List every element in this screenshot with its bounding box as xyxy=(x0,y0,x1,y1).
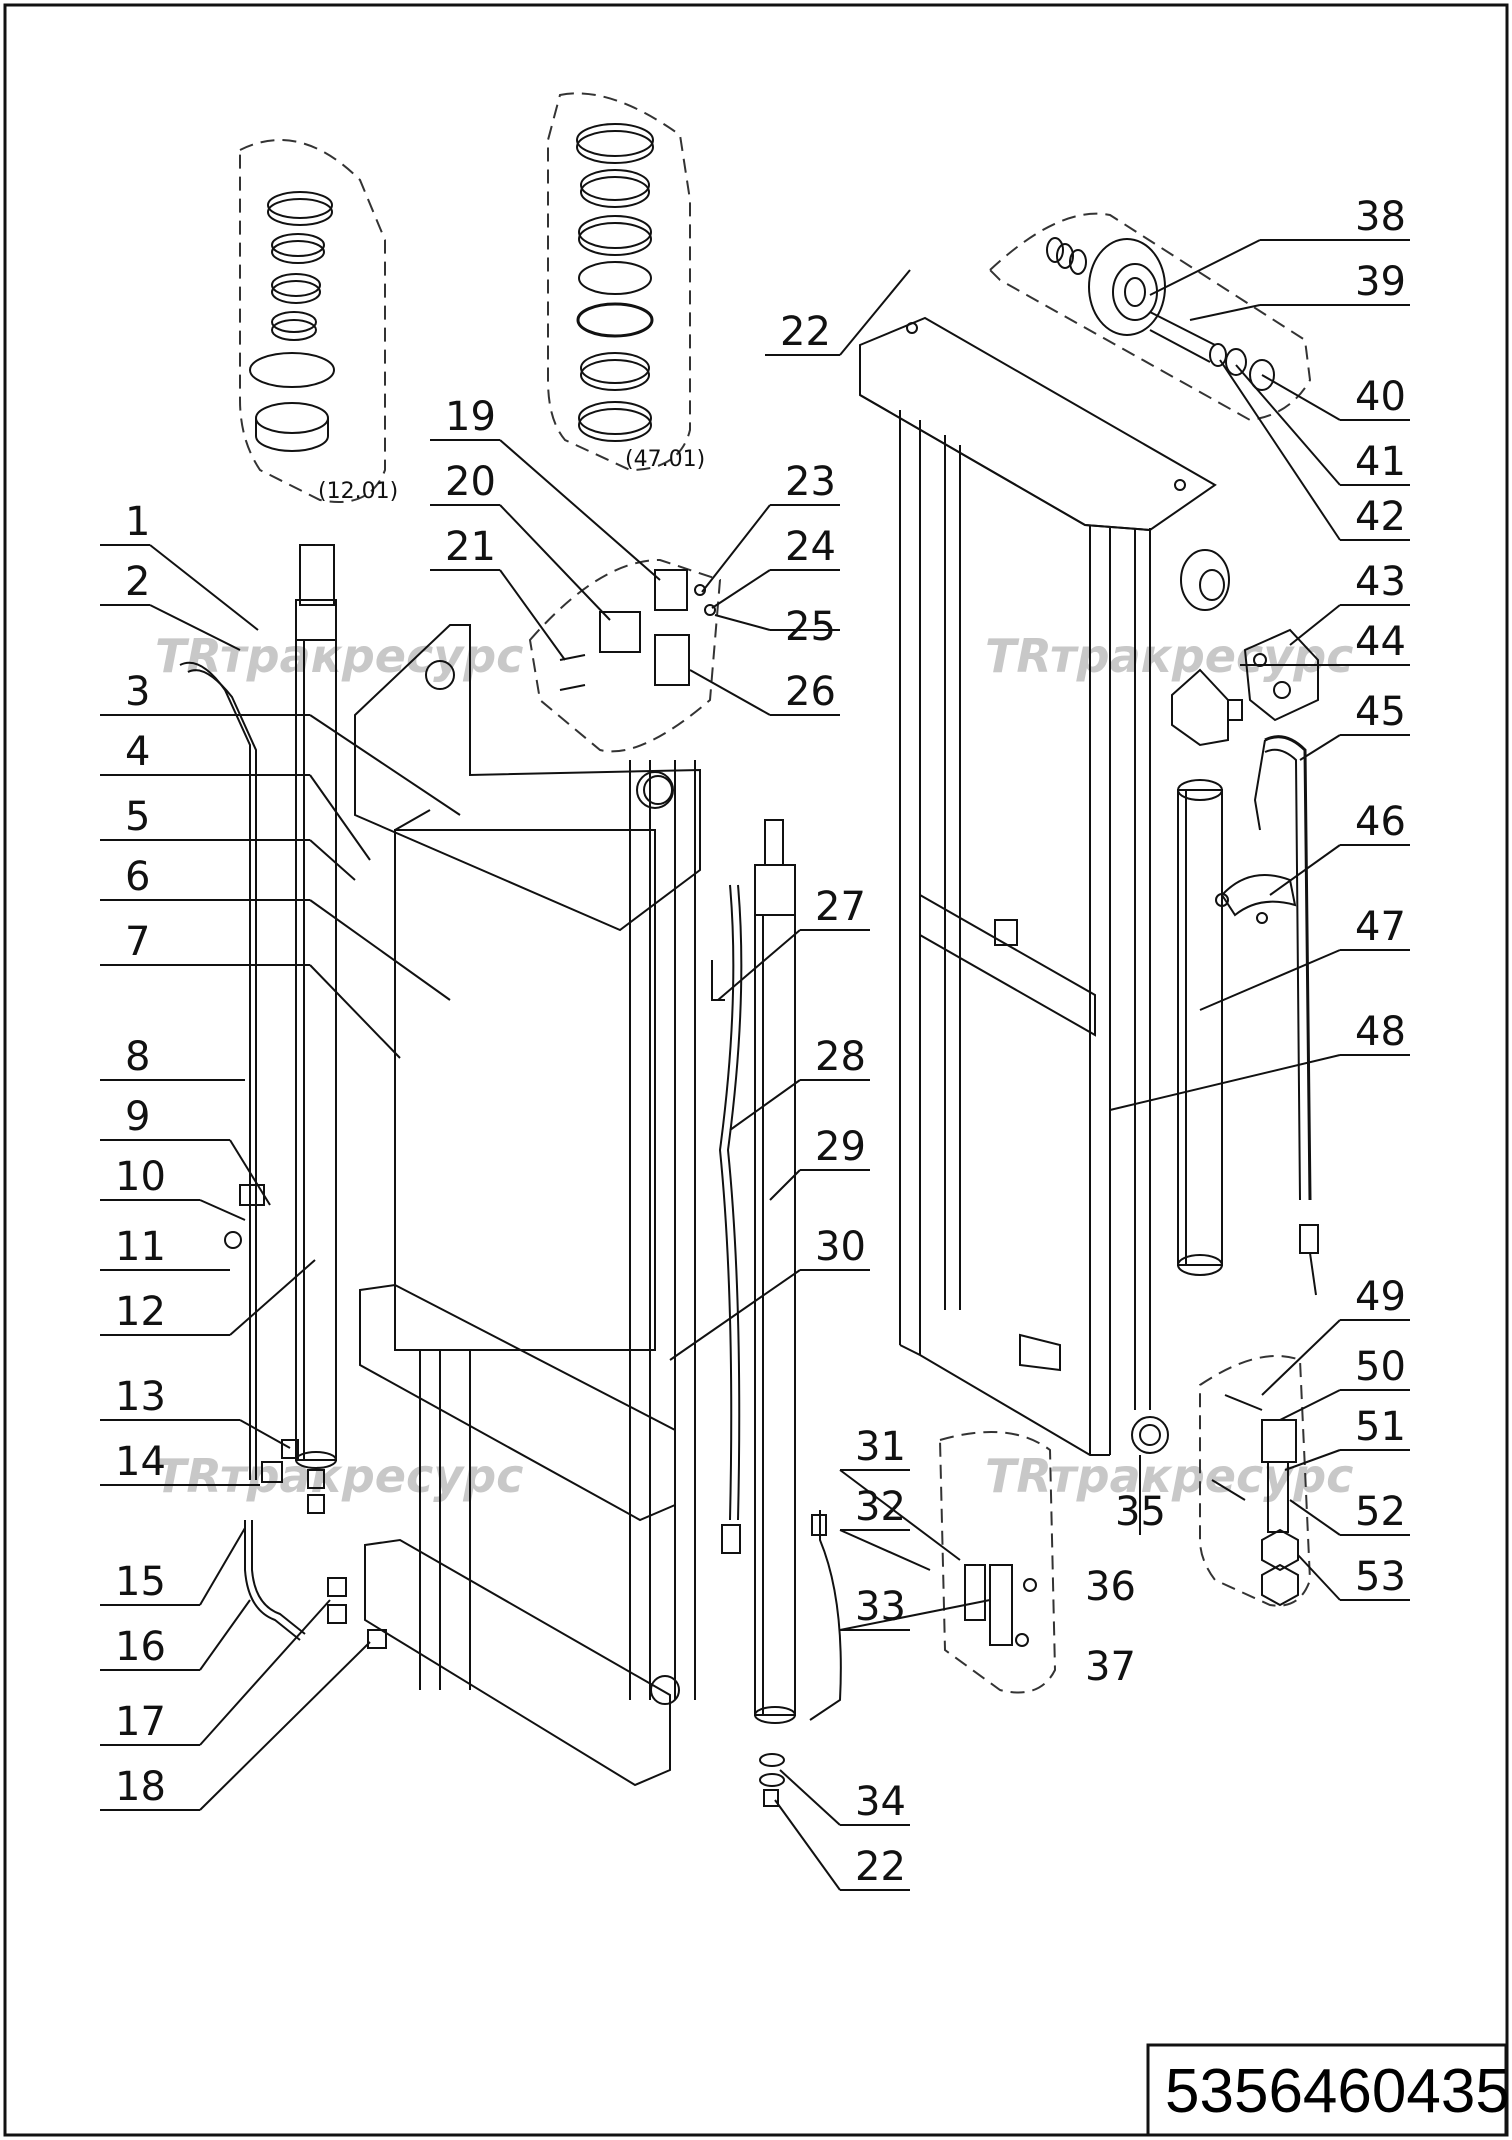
hydraulic-hose-left xyxy=(179,661,265,1480)
callout-3: 3 xyxy=(125,669,150,715)
callout-36: 36 xyxy=(1085,1564,1136,1610)
callout-23: 23 xyxy=(785,459,836,505)
svg-text:тракресурс: тракресурс xyxy=(220,629,523,683)
svg-text:TR: TR xyxy=(155,1449,222,1503)
callout-18: 18 xyxy=(115,1764,166,1810)
chain-sheave-lower xyxy=(1180,549,1230,611)
fittings-lower-left xyxy=(244,1439,387,1649)
drawing-frame xyxy=(3,3,1509,2137)
callout-38: 38 xyxy=(1355,194,1406,240)
callout-20: 20 xyxy=(445,459,496,505)
callout-4: 4 xyxy=(125,729,150,775)
callout-16: 16 xyxy=(115,1624,166,1670)
group-label-12-01: (12.01) xyxy=(318,479,398,504)
svg-text:TR: TR xyxy=(985,629,1052,683)
callout-19: 19 xyxy=(445,394,496,440)
callout-41: 41 xyxy=(1355,439,1406,485)
callout-46: 46 xyxy=(1355,799,1406,845)
sensor-bracket-group xyxy=(809,1431,1057,1721)
callout-22-top: 22 xyxy=(780,309,831,355)
callout-22-bottom: 22 xyxy=(855,1844,906,1890)
callout-34: 34 xyxy=(855,1779,906,1825)
title-block: 535646043501 xyxy=(1146,2043,1512,2137)
chain-anchor-bolt-group xyxy=(1199,1224,1319,1607)
callout-33: 33 xyxy=(855,1584,906,1630)
callout-50: 50 xyxy=(1355,1344,1406,1390)
callout-51: 51 xyxy=(1355,1404,1406,1450)
callout-15: 15 xyxy=(115,1559,166,1605)
inner-mast-frame xyxy=(354,624,701,1787)
callout-24: 24 xyxy=(785,524,836,570)
seal-kit-center: (47.01) xyxy=(547,92,705,472)
callout-40: 40 xyxy=(1355,374,1406,420)
callout-43: 43 xyxy=(1355,559,1406,605)
svg-text:тракресурс: тракресурс xyxy=(1050,629,1353,683)
callout-7: 7 xyxy=(125,919,150,965)
callout-5: 5 xyxy=(125,794,150,840)
svg-text:тракресурс: тракресурс xyxy=(1050,1449,1353,1503)
drawing-number: 535646043501 xyxy=(1165,2057,1512,2126)
lift-cylinder-left xyxy=(295,544,337,1469)
callout-6: 6 xyxy=(125,854,150,900)
callout-8: 8 xyxy=(125,1034,150,1080)
callout-31: 31 xyxy=(855,1424,906,1470)
svg-text:TR: TR xyxy=(985,1449,1052,1503)
watermark-logo-top-right: TR тракресурс xyxy=(985,629,1353,683)
callout-47: 47 xyxy=(1355,904,1406,950)
callout-37: 37 xyxy=(1085,1644,1136,1690)
callout-29: 29 xyxy=(815,1124,866,1170)
sensor-cable xyxy=(711,884,743,1554)
callout-17: 17 xyxy=(115,1699,166,1745)
callout-35: 35 xyxy=(1115,1489,1166,1535)
callout-1: 1 xyxy=(125,499,150,545)
callout-28: 28 xyxy=(815,1034,866,1080)
callout-45: 45 xyxy=(1355,689,1406,735)
chain-anchor xyxy=(1171,628,1319,747)
callout-9: 9 xyxy=(125,1094,150,1140)
callout-14: 14 xyxy=(115,1439,166,1485)
outer-mast xyxy=(859,316,1217,1456)
callout-49: 49 xyxy=(1355,1274,1406,1320)
lift-cylinder-center xyxy=(754,819,796,1807)
seal-kit-left: (12.01) xyxy=(239,139,398,504)
callout-42: 42 xyxy=(1355,494,1406,540)
callout-39: 39 xyxy=(1355,259,1406,305)
leader-lines xyxy=(100,239,1410,1891)
callout-25: 25 xyxy=(785,604,836,650)
svg-text:тракресурс: тракресурс xyxy=(220,1449,523,1503)
lift-chain xyxy=(1253,735,1312,1201)
group-label-47-01: (47.01) xyxy=(625,447,705,472)
callout-2: 2 xyxy=(125,559,150,605)
callout-52: 52 xyxy=(1355,1489,1406,1535)
callout-13: 13 xyxy=(115,1374,166,1420)
switch-assembly xyxy=(528,558,722,753)
callout-32: 32 xyxy=(855,1484,906,1530)
chain-sheave-top xyxy=(988,212,1312,422)
callout-44: 44 xyxy=(1355,619,1406,665)
hose-clamp xyxy=(1215,874,1297,924)
callout-12: 12 xyxy=(115,1289,166,1335)
callout-26: 26 xyxy=(785,669,836,715)
callout-labels: 1 2 3 4 5 6 7 8 9 10 11 12 13 14 15 16 1… xyxy=(115,194,1406,1890)
callout-53: 53 xyxy=(1355,1554,1406,1600)
callout-10: 10 xyxy=(115,1154,166,1200)
callout-21: 21 xyxy=(445,524,496,570)
callout-11: 11 xyxy=(115,1224,166,1270)
lift-cylinder-right xyxy=(1177,779,1223,1276)
watermark-logo-bottom-left: TR тракресурс xyxy=(155,1449,523,1503)
callout-27: 27 xyxy=(815,884,866,930)
callout-48: 48 xyxy=(1355,1009,1406,1055)
callout-30: 30 xyxy=(815,1224,866,1270)
watermark-logo-bottom-right: TR тракресурс xyxy=(985,1449,1353,1503)
